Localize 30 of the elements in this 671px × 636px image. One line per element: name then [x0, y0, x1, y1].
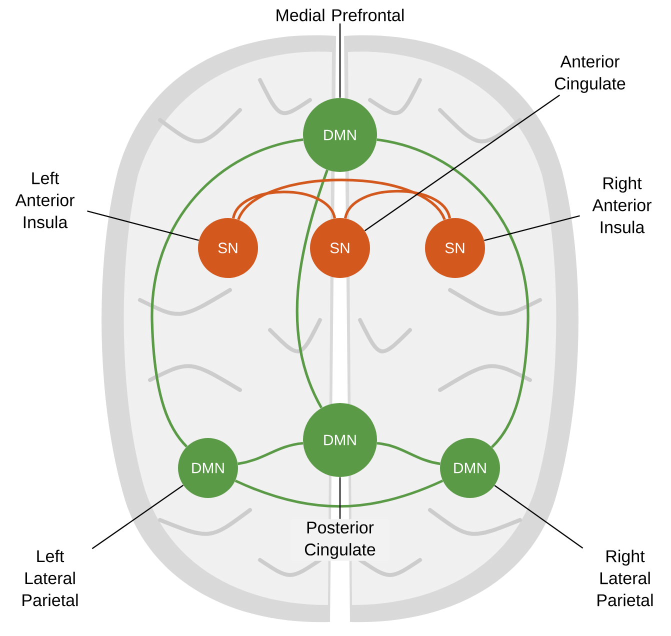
leader-line [364, 94, 560, 232]
connection-line [150, 138, 304, 448]
network-node: DMN [303, 403, 377, 477]
leader-line [339, 23, 341, 98]
region-label: Left Lateral Parietal [22, 550, 78, 606]
connection-line [344, 190, 451, 219]
network-node: DMN [178, 438, 238, 498]
network-node: DMN [440, 438, 500, 498]
leader-line [494, 484, 584, 549]
region-label: Medial Prefrontal [276, 8, 404, 22]
region-label: Posterior Cingulate [290, 519, 390, 561]
connection-line [376, 442, 440, 466]
region-label: Anterior Cingulate [554, 55, 626, 93]
network-node: SN [310, 218, 370, 278]
region-label: Right Anterior Insula [592, 176, 652, 234]
leader-line [87, 210, 199, 241]
connection-line [234, 480, 444, 508]
connection-line [237, 178, 446, 220]
region-label: Left Anterior Insula [15, 172, 74, 228]
region-label: Right Lateral Parietal [598, 550, 653, 606]
leader-line [92, 484, 184, 550]
network-node: SN [425, 218, 485, 278]
network-node: DMN [303, 98, 377, 172]
connection-line [296, 170, 329, 408]
connection-line [232, 190, 336, 219]
network-node: SN [198, 218, 258, 278]
connection-line [376, 138, 530, 448]
connection-line [238, 442, 304, 466]
leader-line [339, 477, 341, 519]
leader-line [484, 215, 580, 242]
